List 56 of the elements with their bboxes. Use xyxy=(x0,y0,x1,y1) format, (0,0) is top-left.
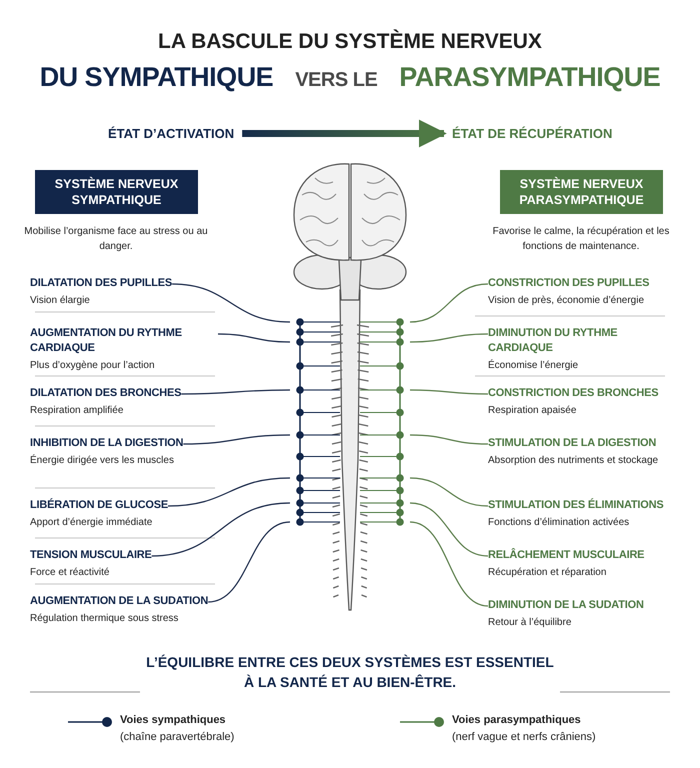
leader-line xyxy=(410,434,488,445)
effect-description: Récupération et réparation xyxy=(488,566,608,580)
leader-line xyxy=(183,434,290,445)
effect-description: Régulation thermique sous stress xyxy=(30,612,180,626)
effect-description: Énergie dirigée vers les muscles xyxy=(30,453,175,468)
effect-description: Respiration amplifiée xyxy=(30,404,124,418)
subtitle-text: PARASYMPATHIQUE xyxy=(399,62,660,93)
leader-line xyxy=(181,389,290,395)
description-text: Mobilise l’organisme face au stress ou au danger. xyxy=(23,225,209,254)
leader-line xyxy=(410,283,488,323)
leader-line xyxy=(410,333,488,343)
effect-heading: INHIBITION DE LA DIGESTION xyxy=(30,436,184,451)
arrow xyxy=(242,120,447,148)
state-label: ÉTAT D’ACTIVATION xyxy=(108,126,234,141)
leader-line xyxy=(410,477,488,507)
state-label: ÉTAT DE RÉCUPÉRATION xyxy=(452,126,612,141)
effect-heading: CONSTRICTION DES BRONCHES xyxy=(488,386,658,401)
effect-description: Plus d’oxygène pour l’action xyxy=(30,358,156,373)
subtitle-text: DU SYMPATHIQUE xyxy=(40,62,274,93)
system-banner: SYSTÈME NERVEUX PARASYMPATHIQUE xyxy=(500,170,663,214)
effect-description: Fonctions d’élimination activées xyxy=(488,516,630,530)
effect-description: Respiration apaisée xyxy=(488,404,578,418)
effect-heading: DILATATION DES BRONCHES xyxy=(30,386,182,401)
effect-heading: STIMULATION DES ÉLIMINATIONS xyxy=(488,498,664,513)
leader-line xyxy=(152,502,290,557)
legend-text: Voies sympathiques (chaîne paravertébrale) xyxy=(120,713,234,744)
leader-line xyxy=(410,389,488,395)
title: LA BASCULE DU SYSTÈME NERVEUX xyxy=(157,30,543,54)
effect-description: Économise l’énergie xyxy=(488,358,580,373)
effect-heading: CONSTRICTION DES PUPILLES xyxy=(488,276,650,291)
effect-description: Vision de près, économie d’énergie xyxy=(488,294,646,308)
effect-description: Force et réactivité xyxy=(30,566,110,580)
effect-heading: RELÂCHEMENT MUSCULAIRE xyxy=(488,548,644,563)
effect-description: Retour à l’équilibre xyxy=(488,616,572,630)
subtitle-text: VERS LE xyxy=(295,69,378,92)
effect-heading: STIMULATION DE LA DIGESTION xyxy=(488,436,658,451)
effect-description: Absorption des nutriments et stockage xyxy=(488,454,658,468)
effect-description: Vision élargie xyxy=(30,294,91,308)
description-text: Favorise le calme, la récupération et les fonctions de maintenance. xyxy=(492,225,670,254)
effect-heading: DILATATION DES PUPILLES xyxy=(30,276,172,291)
leader-line xyxy=(410,521,488,607)
leader-line xyxy=(410,502,488,557)
caption: L’ÉQUILIBRE ENTRE CES DEUX SYSTÈMES EST ESSENTIEL À LA SANTÉ ET AU BIEN-ÊTRE. xyxy=(145,653,555,692)
effect-heading: TENSION MUSCULAIRE xyxy=(30,548,152,563)
effect-heading: DIMINUTION DE LA SUDATION xyxy=(488,598,644,613)
leader-line xyxy=(172,283,290,323)
system-banner: SYSTÈME NERVEUX SYMPATHIQUE xyxy=(35,170,198,214)
effect-description: Apport d’énergie immédiate xyxy=(30,516,154,530)
effect-heading: AUGMENTATION DU RYTHME CARDIAQUE xyxy=(30,326,183,356)
effect-heading: AUGMENTATION DE LA SUDATION xyxy=(30,594,208,609)
legend-text: Voies parasympathiques (nerf vague et nerfs crâniens) xyxy=(452,713,596,744)
leader-line xyxy=(208,521,290,603)
leader-line xyxy=(168,477,290,507)
leader-line xyxy=(218,333,290,343)
effect-heading: LIBÉRATION DE GLUCOSE xyxy=(30,498,168,513)
effect-heading: DIMINUTION DU RYTHME CARDIAQUE xyxy=(488,326,618,356)
